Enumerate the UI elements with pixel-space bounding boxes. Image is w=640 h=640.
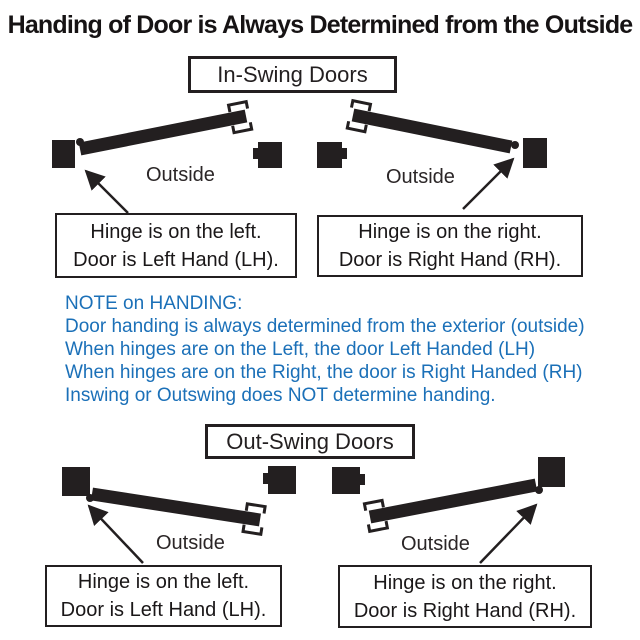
section-label-outswing: Out-Swing Doors [205, 424, 415, 459]
door-panel [78, 109, 248, 156]
door-handle-icon [345, 98, 373, 134]
door-panel [368, 478, 538, 524]
note-line: Door handing is always determined from t… [65, 316, 585, 337]
strike-notch [359, 474, 365, 485]
section-label-inswing-text: In-Swing Doors [217, 61, 368, 87]
diagram-inswing-left-door [52, 99, 282, 214]
latch-jamb [258, 142, 282, 168]
hinge-jamb [52, 140, 75, 168]
page-title: Handing of Door is Always Determined fro… [7, 11, 634, 39]
door-panel [91, 487, 261, 527]
caption-line: Door is Left Hand (LH). [60, 599, 267, 621]
caption-box-inswing-right: Hinge is on the right. Door is Right Han… [317, 215, 583, 277]
door-handle-icon [226, 99, 254, 135]
door-handle-icon [241, 502, 267, 537]
caption-line: Hinge is on the right. [373, 571, 557, 594]
caption-line: Door is Left Hand (LH). [73, 248, 279, 271]
outside-label: Outside [156, 532, 225, 554]
note-heading: NOTE on HANDING: [65, 293, 243, 314]
latch-jamb [332, 467, 360, 494]
door-panel [351, 108, 513, 154]
hinge-jamb [538, 457, 565, 487]
door-handle-icon [362, 498, 390, 534]
caption-line: Door is Right Hand (RH). [353, 599, 577, 622]
hinge-arrow-icon [479, 503, 538, 564]
note-line: When hinges are on the Left, the door Le… [65, 339, 536, 360]
caption-box-outswing-right: Hinge is on the right. Door is Right Han… [338, 565, 592, 628]
latch-jamb [317, 142, 342, 168]
outside-label: Outside [401, 533, 470, 555]
hinge-jamb [523, 138, 547, 168]
section-label-outswing-text: Out-Swing Doors [226, 428, 394, 454]
diagram-outswing-left-door [62, 466, 296, 564]
strike-notch [253, 148, 259, 159]
hinge-arrow-icon [87, 504, 144, 564]
handing-note: NOTE on HANDING: Door handing is always … [65, 292, 605, 407]
caption-line: Hinge is on the left. [90, 220, 262, 243]
section-label-inswing: In-Swing Doors [188, 56, 397, 93]
hinge-arrow-icon [462, 157, 515, 210]
caption-box-inswing-left: Hinge is on the left. Door is Left Hand … [55, 213, 297, 278]
strike-notch [341, 148, 347, 159]
diagram-outswing-right-door [332, 457, 565, 564]
caption-line: Hinge is on the left. [77, 571, 250, 593]
caption-line: Hinge is on the right. [358, 221, 542, 243]
caption-box-outswing-left: Hinge is on the left. Door is Left Hand … [45, 565, 282, 627]
hinge-pin [535, 486, 543, 494]
caption-line: Door is Right Hand (RH). [338, 249, 562, 271]
strike-notch [263, 473, 269, 484]
hinge-pin [511, 141, 519, 149]
hinge-arrow-icon [84, 169, 129, 214]
note-line: When hinges are on the Right, the door i… [65, 362, 583, 383]
hinge-jamb [62, 467, 90, 496]
note-line: Inswing or Outswing does NOT determine h… [65, 385, 496, 406]
outside-label: Outside [146, 164, 215, 186]
diagram-inswing-right-door [317, 98, 547, 210]
latch-jamb [268, 466, 296, 494]
outside-label: Outside [386, 166, 455, 188]
